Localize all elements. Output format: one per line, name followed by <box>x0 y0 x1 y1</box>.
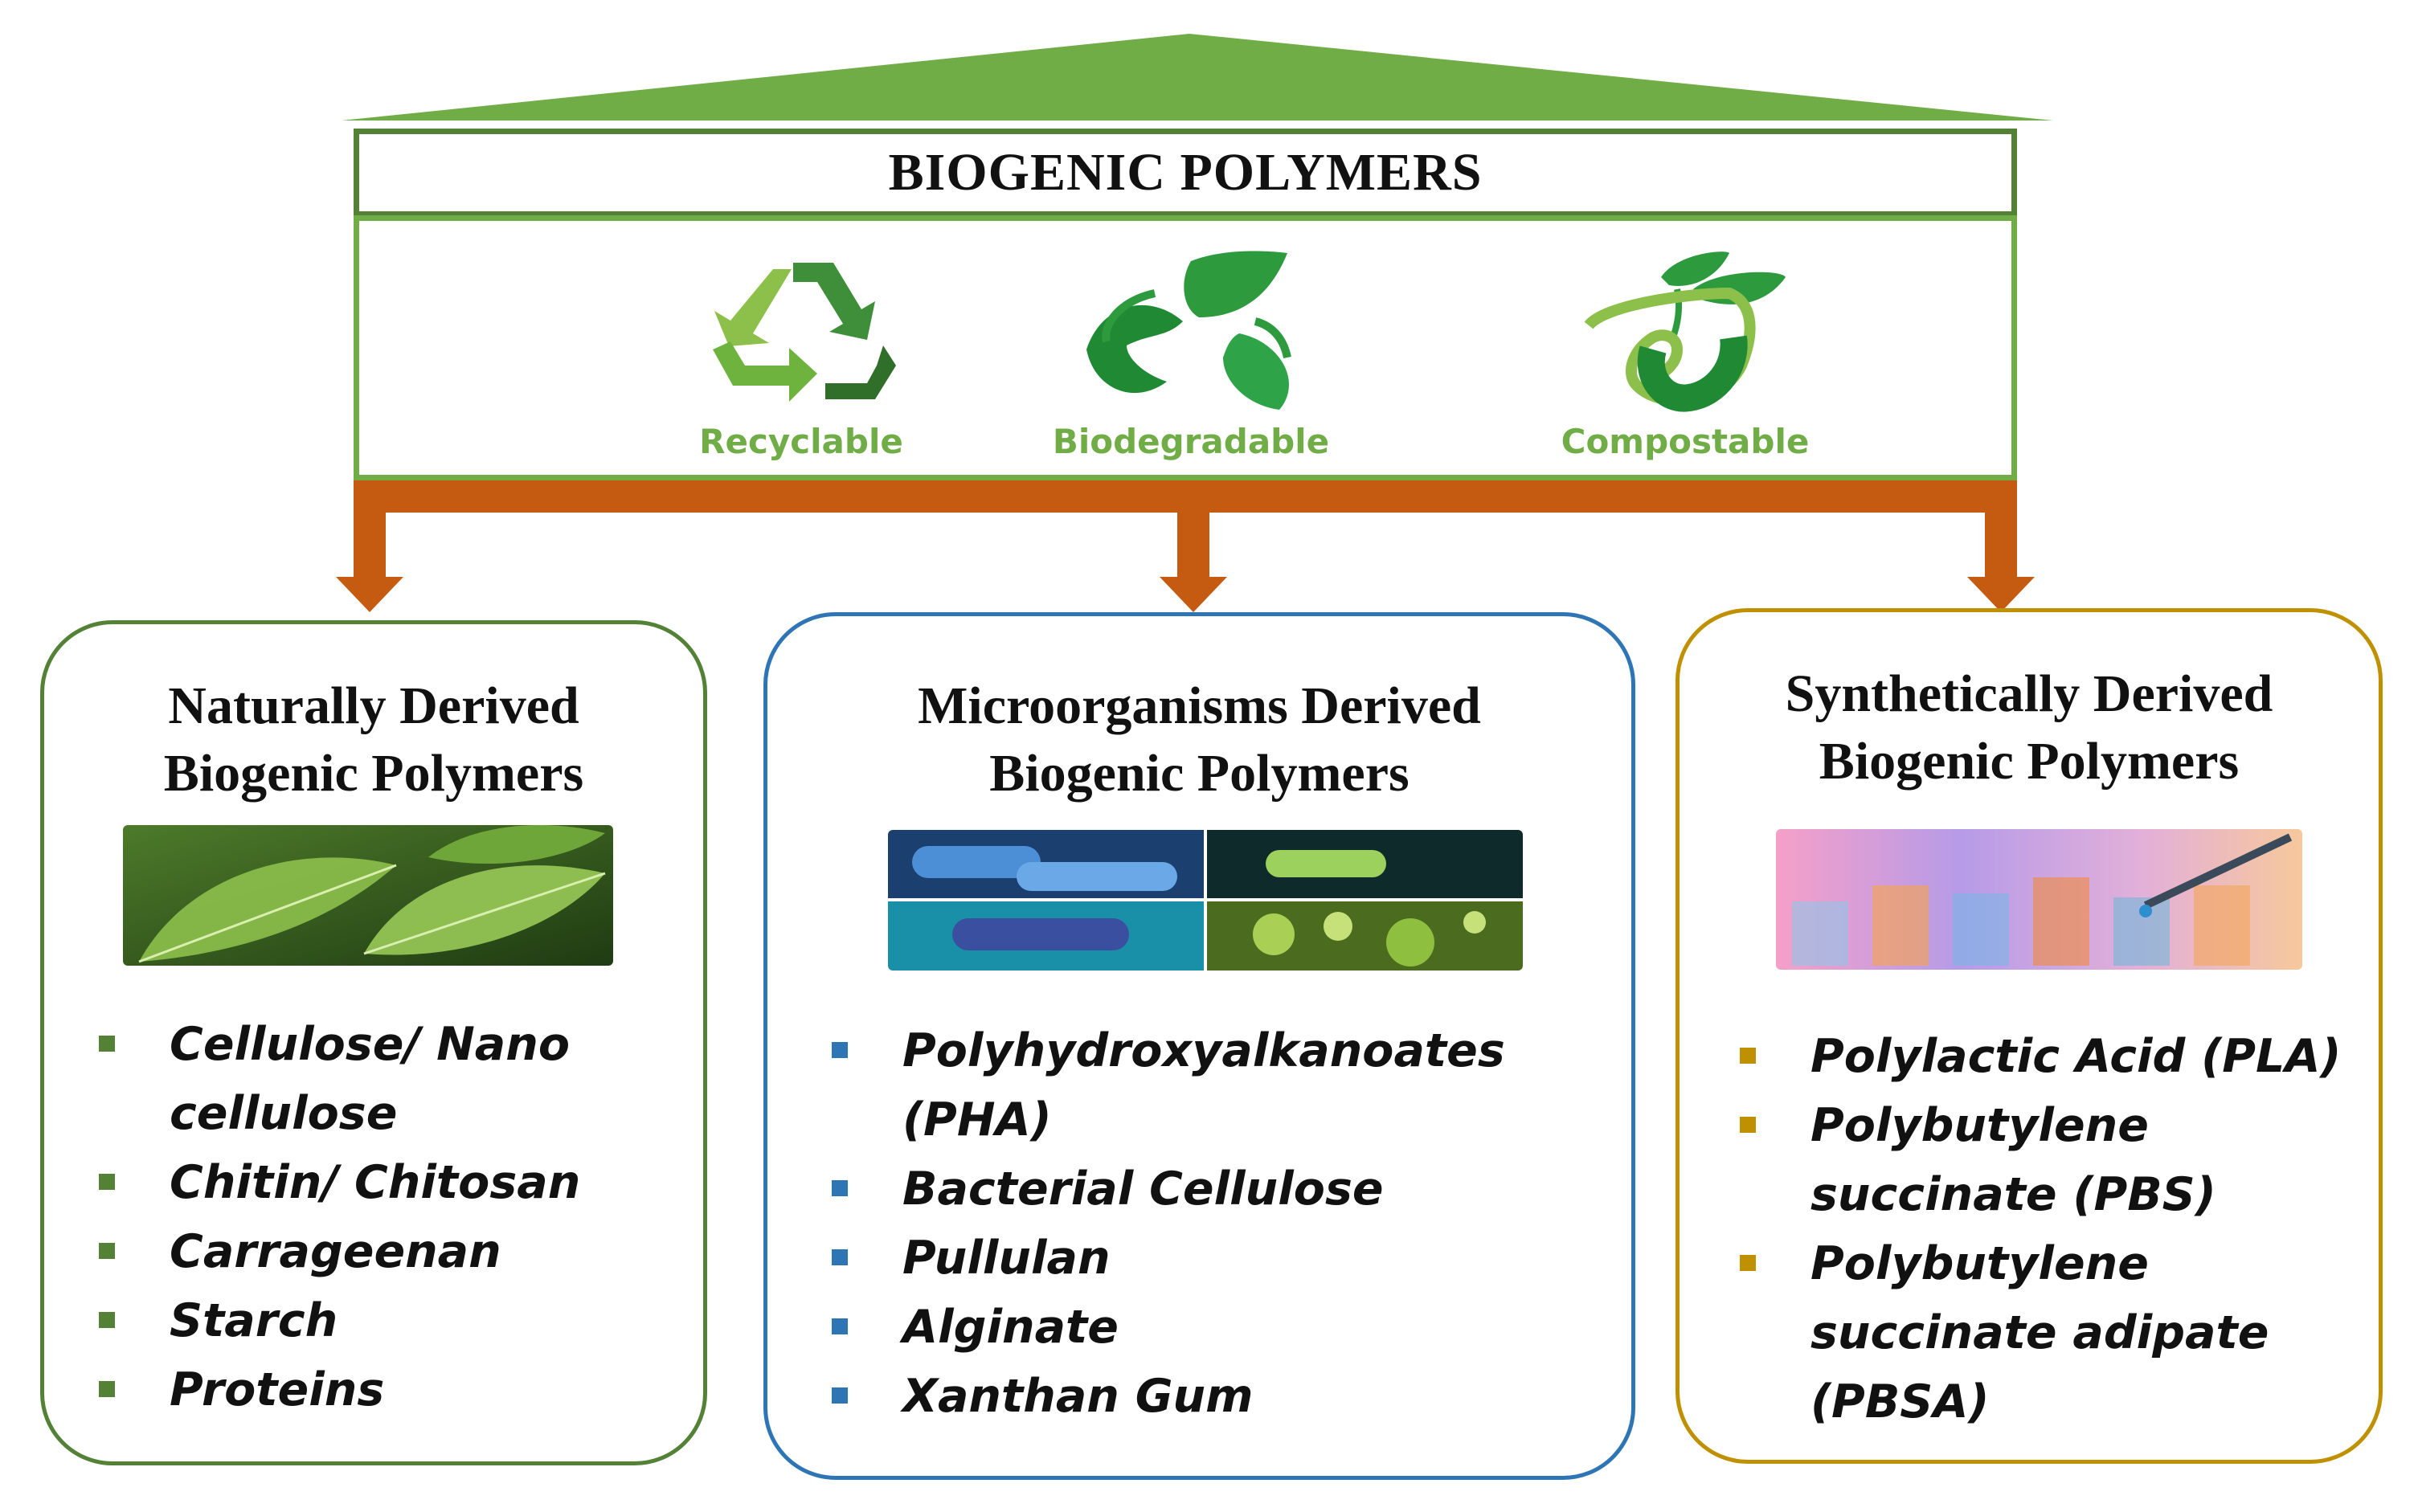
properties-panel: Recyclable Biodegradable Compostable <box>354 215 2017 480</box>
property-compostable: Compostable <box>1516 245 1854 461</box>
list-item: Bacterial Cellulose <box>832 1154 1603 1224</box>
lab-test-tubes-photo <box>1776 829 2302 970</box>
bullet <box>832 1042 848 1058</box>
polymer-list: Polyhydroxyalkanoates (PHA) Bacterial Ce… <box>832 1016 1603 1431</box>
polymer-list: Cellulose/ Nano cellulose Chitin/ Chitos… <box>99 1010 677 1424</box>
card-naturally-derived: Naturally Derived Biogenic Polymers Cell… <box>40 620 707 1465</box>
list-item: Carrageenan <box>99 1217 677 1286</box>
list-item: Cellulose/ Nano cellulose <box>99 1010 677 1148</box>
bullet <box>99 1243 115 1259</box>
list-item: Alginate <box>832 1293 1603 1362</box>
list-item: Pullulan <box>832 1224 1603 1293</box>
bullet <box>832 1180 848 1196</box>
property-label: Recyclable <box>699 422 903 461</box>
list-item: Polybutylene succinate (PBS) <box>1740 1091 2261 1229</box>
bullet <box>99 1381 115 1397</box>
card-title: Naturally Derived Biogenic Polymers <box>163 676 584 803</box>
list-item: Starch <box>99 1286 677 1355</box>
list-item: Chitin/ Chitosan <box>99 1148 677 1217</box>
bullet <box>832 1249 848 1265</box>
bullet <box>1740 1255 1756 1271</box>
property-label: Biodegradable <box>1052 422 1330 461</box>
property-recyclable: Recyclable <box>632 253 970 461</box>
bullet <box>832 1387 848 1404</box>
recycle-icon <box>713 263 896 402</box>
bullet <box>1740 1048 1756 1064</box>
card-title: Microorganisms Derived Biogenic Polymers <box>918 676 1481 803</box>
polymer-list: Polylactic Acid (PLA) Polybutylene succi… <box>1740 1022 2367 1436</box>
sprout-icon <box>1584 251 1786 412</box>
bullet <box>99 1036 115 1052</box>
title-band: BIOGENIC POLYMERS <box>354 129 2017 217</box>
card-title: Synthetically Derived Biogenic Polymers <box>1785 664 2273 791</box>
diagram-title: BIOGENIC POLYMERS <box>888 143 1483 202</box>
property-biodegradable: Biodegradable <box>1022 245 1360 461</box>
diagram-frame <box>336 34 2053 612</box>
list-item: Polyhydroxyalkanoates (PHA) <box>832 1016 1505 1154</box>
roof-triangle <box>342 34 2053 121</box>
bullet <box>99 1174 115 1190</box>
leaf-cycle-icon <box>1086 251 1291 410</box>
connector-arrows <box>336 480 2035 612</box>
bullet <box>832 1318 848 1334</box>
list-item: Polylactic Acid (PLA) <box>1740 1022 2367 1091</box>
card-microorganisms-derived: Microorganisms Derived Biogenic Polymers… <box>763 612 1635 1480</box>
bullet <box>99 1312 115 1328</box>
list-item: Xanthan Gum <box>832 1362 1603 1431</box>
property-label: Compostable <box>1561 422 1810 461</box>
card-synthetically-derived: Synthetically Derived Biogenic Polymers <box>1675 608 2383 1464</box>
bullet <box>1740 1117 1756 1133</box>
leaves-photo <box>123 825 613 966</box>
microorganisms-photo <box>888 830 1523 971</box>
list-item: Proteins <box>99 1355 677 1424</box>
list-item: Polybutylene succinate adipate (PBSA) <box>1740 1229 2325 1436</box>
